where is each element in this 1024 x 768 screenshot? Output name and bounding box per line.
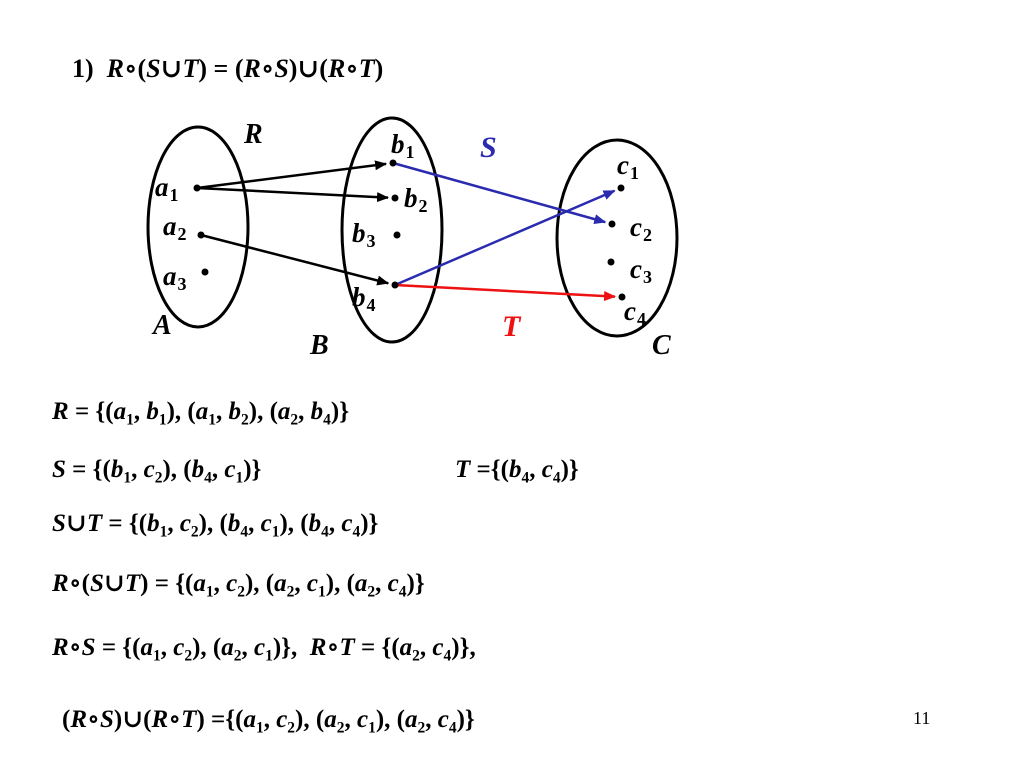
set-label-b: B	[309, 330, 329, 361]
relation-label-r: R	[243, 119, 263, 150]
set-b-ellipse	[340, 116, 444, 344]
set-label-c: C	[652, 330, 671, 361]
relation-diagram: a1 a2 a3 b1 b2 b3 b4 c1 c2 c3 c4 A B C R S T	[146, 116, 679, 361]
dot-a2	[197, 231, 205, 239]
dot-c1	[617, 184, 625, 192]
r-definition: R = {(a1, b1), (a1, b2), (a2, b4)}	[52, 398, 350, 429]
dot-c3	[607, 258, 615, 266]
arrow-r-a2-b4	[200, 233, 390, 286]
arrow-t-b4-c4	[394, 283, 617, 302]
element-label-c2: c2	[630, 212, 652, 245]
element-label-b4: b4	[352, 282, 376, 315]
set-a-ellipse	[146, 125, 250, 329]
element-labels: a1 a2 a3 b1 b2 b3 b4 c1 c2 c3 c4	[155, 129, 652, 329]
element-dots	[193, 159, 626, 301]
dot-c2	[608, 220, 616, 228]
page-number: 11	[913, 708, 931, 728]
element-label-a3: a3	[163, 261, 187, 294]
s-definition: S = {(b1, c2), (b4, c1)}	[52, 456, 262, 487]
arrow-r-a1-b2	[196, 186, 390, 203]
dot-b3	[393, 231, 401, 239]
relation-label-s: S	[480, 131, 497, 164]
dot-b1	[389, 159, 397, 167]
rs-and-rt: R∘S = {(a1, c2), (a2, c1)}, R∘T = {(a2, …	[52, 634, 476, 665]
r-comp-s-union-t: R∘(S∪T) = {(a1, c2), (a2, c1), (a2, c4)}	[52, 570, 425, 601]
element-label-b3: b3	[352, 218, 376, 251]
element-label-c1: c1	[617, 150, 639, 183]
t-definition: T ={(b4, c4)}	[455, 456, 579, 487]
final-equation: (R∘S)∪(R∘T) ={(a1, c2), (a2, c1), (a2, c…	[62, 706, 475, 737]
s-union-t-definition: S∪T = {(b1, c2), (b4, c1), (b4, c4)}	[52, 510, 379, 541]
element-label-b2: b2	[404, 183, 428, 216]
set-label-a: A	[151, 310, 172, 341]
dot-b4	[391, 281, 399, 289]
element-label-c3: c3	[630, 254, 652, 287]
arrow-s-b1-c2	[392, 161, 607, 224]
dot-a3	[201, 268, 209, 276]
element-label-a1: a1	[155, 172, 179, 205]
arrow-r-a1-b1	[196, 160, 388, 190]
slide-title: 1) R∘(S∪T) = (R∘S)∪(R∘T)	[72, 54, 384, 83]
relation-arrows	[196, 160, 617, 302]
dot-a1	[193, 184, 201, 192]
relation-label-t: T	[502, 310, 522, 343]
dot-b2	[391, 194, 399, 202]
arrow-s-b4-c1	[394, 189, 616, 287]
element-label-b1: b1	[391, 129, 415, 162]
element-label-c4: c4	[624, 296, 646, 329]
dot-c4	[618, 293, 626, 301]
element-label-a2: a2	[163, 211, 187, 244]
set-c-ellipse	[555, 138, 679, 338]
